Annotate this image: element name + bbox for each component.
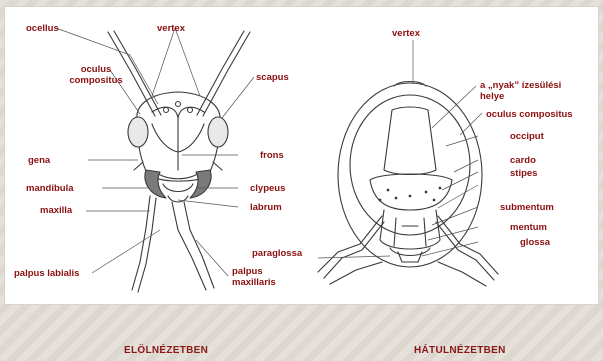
label-vertex-front: vertex [157,23,185,34]
label-clypeus: clypeus [250,183,285,194]
label-nyak: a „nyak” ízesülési helye [480,80,580,102]
label-oculus-compositus-back: oculus compositus [486,109,573,120]
caption-back-view: HÁTULNÉZETBEN [414,345,506,356]
label-stipes: stipes [510,168,537,179]
label-occiput: occiput [510,131,544,142]
label-ocellus: ocellus [26,23,59,34]
label-palpus-labialis: palpus labialis [14,268,79,279]
label-maxilla: maxilla [40,205,72,216]
label-glossa: glossa [520,237,550,248]
label-frons: frons [260,150,284,161]
label-paraglossa: paraglossa [252,248,302,259]
label-scapus: scapus [256,72,289,83]
label-palpus-maxillaris: palpus maxillaris [232,266,284,288]
label-vertex-back: vertex [392,28,420,39]
label-cardo: cardo [510,155,536,166]
label-labrum: labrum [250,202,282,213]
label-oculus-compositus-front: oculus compositus [56,64,136,86]
label-mandibula: mandibula [26,183,74,194]
label-gena: gena [28,155,50,166]
caption-front-view: ELÖLNÉZETBEN [124,345,208,356]
label-mentum: mentum [510,222,547,233]
label-submentum: submentum [500,202,554,213]
back-view-drawing [318,82,498,287]
